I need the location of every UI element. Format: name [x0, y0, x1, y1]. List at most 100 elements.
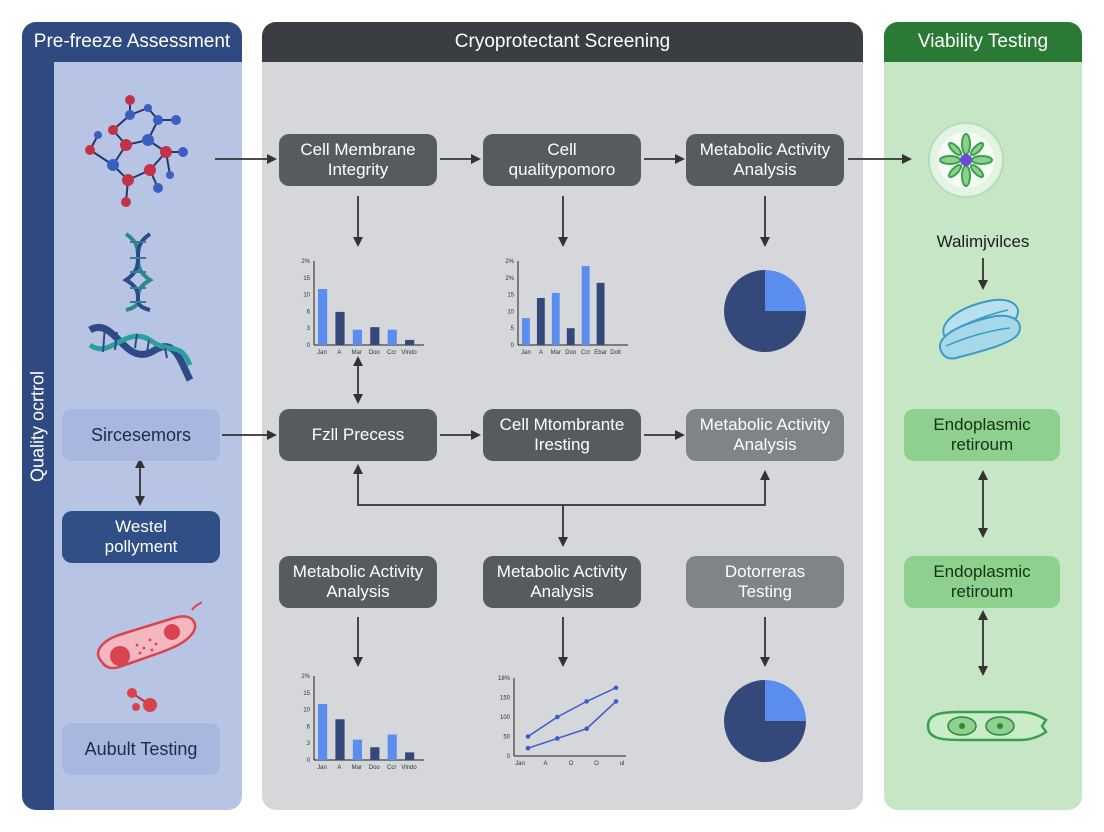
- y-tick-label: 6: [307, 724, 311, 730]
- y-tick-label: 2%: [301, 259, 310, 265]
- bar: [387, 329, 397, 345]
- bar-chart-1: 0 3 6 10 15 2% Jan A Mar Doo Ccr Vlndo: [301, 259, 424, 356]
- metabolic-activity-box-2[interactable]: Metabolic Activity Analysis: [686, 409, 844, 461]
- bar: [370, 747, 380, 760]
- x-tick-label: Ccr: [581, 350, 590, 356]
- bar: [352, 739, 362, 760]
- endoplasmic-reticulum-box-2[interactable]: Endoplasmic retiroum: [904, 556, 1060, 608]
- flower-cell-icon: [928, 122, 1004, 198]
- y-tick-label: 100: [500, 715, 511, 721]
- data-point: [613, 685, 619, 691]
- x-tick-label: Doo: [565, 350, 577, 356]
- bar: [536, 297, 545, 345]
- x-tick-label: Vlndo: [401, 765, 417, 770]
- dna-double-helix-icon: [88, 324, 194, 382]
- bar: [318, 704, 328, 760]
- bar: [335, 719, 345, 760]
- data-point: [555, 736, 560, 741]
- x-tick-label: Vlndo: [401, 350, 417, 356]
- y-tick-label: 3: [307, 326, 311, 332]
- x-tick-label: Ebar: [594, 350, 607, 356]
- x-tick-label: Doo: [369, 765, 381, 770]
- x-tick-label: Mar: [352, 350, 362, 356]
- bar: [318, 289, 328, 345]
- y-tick-label: 15: [507, 293, 514, 299]
- y-tick-label: 18%: [498, 676, 511, 682]
- bar: [596, 282, 605, 345]
- y-tick-label: 15: [303, 691, 310, 697]
- y-tick-label: 2%: [301, 674, 310, 680]
- metabolic-activity-box-3[interactable]: Metabolic Activity Analysis: [279, 556, 437, 608]
- x-tick-label: Jan: [317, 765, 327, 770]
- cell-membrane-testing-box[interactable]: Cell Mtombrante Iresting: [483, 409, 641, 461]
- x-tick-label: Ccr: [387, 350, 396, 356]
- endoplasmic-reticulum-icon: [938, 298, 1021, 360]
- pie-slice: [765, 270, 806, 311]
- y-tick-label: 5: [511, 326, 515, 332]
- bar: [352, 329, 362, 345]
- x-tick-label: O: [569, 761, 574, 767]
- pie-slice: [765, 680, 806, 721]
- bar: [335, 311, 345, 345]
- x-tick-label: O: [594, 761, 599, 767]
- small-molecule-icon: [127, 688, 157, 712]
- pie-chart-1: [724, 270, 806, 352]
- molecule-icon: [85, 95, 188, 207]
- aubult-testing-box[interactable]: Aubult Testing: [62, 723, 220, 775]
- bar: [522, 318, 530, 345]
- bar: [581, 266, 590, 345]
- y-tick-label: 3: [307, 741, 311, 747]
- x-tick-label: Mar: [352, 765, 362, 770]
- westel-pollyment-box[interactable]: Westel pollyment: [62, 511, 220, 563]
- quality-control-sidebar: [22, 62, 54, 810]
- y-tick-label: 50: [503, 735, 510, 741]
- cell-membrane-integrity-box[interactable]: Cell Membrane Integrity: [279, 134, 437, 186]
- pie-chart-2: [724, 680, 806, 762]
- metabolic-activity-box-1[interactable]: Metabolic Activity Analysis: [686, 134, 844, 186]
- y-tick-label: 10: [507, 309, 514, 315]
- bacteria-cell-icon: [96, 601, 202, 670]
- x-tick-label: Dolt: [610, 350, 621, 356]
- x-tick-label: A: [543, 761, 547, 767]
- y-tick-label: 10: [303, 708, 310, 714]
- data-point: [584, 726, 589, 731]
- fzll-precess-box[interactable]: Fzll Precess: [279, 409, 437, 461]
- y-tick-label: 6: [307, 309, 311, 315]
- y-tick-label: 0: [511, 343, 515, 349]
- y-tick-label: 0: [507, 754, 511, 760]
- y-tick-label: 10: [303, 293, 310, 299]
- data-point: [613, 699, 619, 704]
- y-tick-label: 15: [303, 276, 310, 282]
- x-tick-label: Jan: [317, 350, 327, 356]
- x-tick-label: A: [539, 350, 543, 356]
- series-line: [527, 700, 617, 749]
- data-point: [555, 714, 560, 720]
- endoplasmic-reticulum-box-1[interactable]: Endoplasmic retiroum: [904, 409, 1060, 461]
- x-tick-label: Jan: [521, 350, 531, 356]
- green-cell-icon: [926, 710, 1048, 742]
- cell-quality-box[interactable]: Cell qualitypomoro: [483, 134, 641, 186]
- y-tick-label: 2%: [505, 276, 514, 282]
- arrow: [353, 464, 770, 506]
- data-point: [584, 699, 589, 704]
- dna-icon: [122, 232, 154, 312]
- x-tick-label: Doo: [369, 350, 381, 356]
- y-tick-label: 2%: [505, 259, 514, 265]
- data-point: [525, 745, 531, 751]
- sircesemors-box[interactable]: Sircesemors: [62, 409, 220, 461]
- dotorreras-testing-box[interactable]: Dotorreras Testing: [686, 556, 844, 608]
- pre-freeze-title: Pre-freeze Assessment: [22, 22, 242, 62]
- x-tick-label: A: [337, 765, 341, 770]
- y-tick-label: 0: [307, 758, 311, 764]
- metabolic-activity-box-4[interactable]: Metabolic Activity Analysis: [483, 556, 641, 608]
- bar: [566, 328, 575, 345]
- x-tick-label: A: [337, 350, 341, 356]
- x-tick-label: Jan: [515, 761, 525, 767]
- bar: [370, 327, 380, 345]
- y-tick-label: 0: [307, 343, 311, 349]
- data-point: [525, 734, 531, 739]
